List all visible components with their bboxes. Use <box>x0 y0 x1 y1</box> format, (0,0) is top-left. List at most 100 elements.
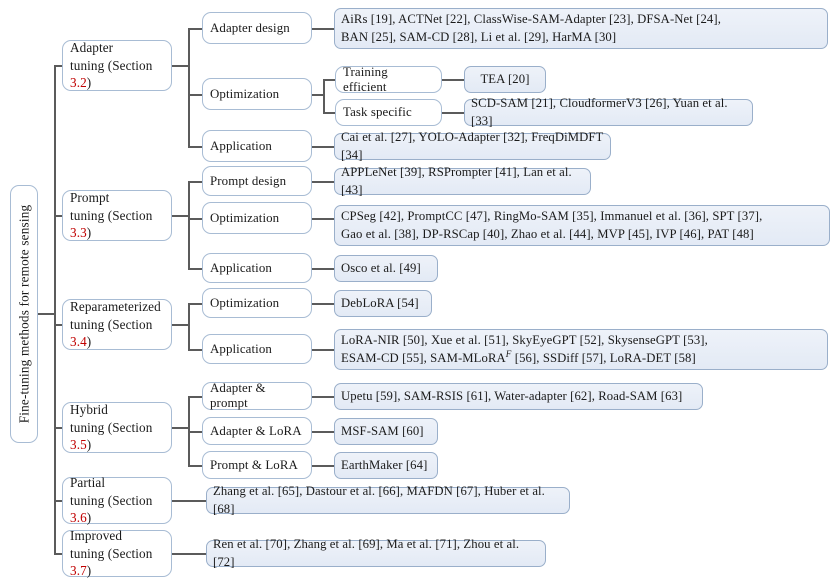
connector-partial-to-leaf <box>172 500 206 502</box>
connector-reparameterized-bus <box>188 303 190 350</box>
connector-main-trunk <box>54 65 56 554</box>
leaf-prompt-application-text: Osco et al. [49] <box>341 260 421 275</box>
connector-to-training-efficient <box>323 79 335 81</box>
connector-adapter-to-design <box>188 28 202 30</box>
connector-optimization-out <box>311 94 324 96</box>
subcategory-prompt-design[interactable]: Prompt design <box>202 166 312 196</box>
leaf-training-efficient-text: TEA [20] <box>480 71 530 86</box>
leaf-repar-application-text: LoRA-NIR [50], Xue et al. [51], SkyEyeGP… <box>341 332 708 365</box>
subcategory-prompt-and-lora[interactable]: Prompt & LoRA <box>202 451 312 479</box>
section-number: 3.3 <box>70 225 87 241</box>
leaf-repar-optimization-text: DebLoRA [54] <box>341 295 419 310</box>
subcategory-prompt-application-label: Application <box>210 260 272 275</box>
section-number: 3.7 <box>70 563 87 578</box>
section-number: 3.6 <box>70 510 87 526</box>
leaf-adapter-and-lora-text: MSF-SAM [60] <box>341 423 424 438</box>
connector-prompt-bus <box>188 181 190 269</box>
connector-adapter-bus <box>188 28 190 147</box>
leaf-prompt-design-text: APPLeNet [39], RSPrompter [41], Lan et a… <box>341 164 572 197</box>
subcategory-prompt-and-lora-label: Prompt & LoRA <box>210 457 298 472</box>
section-number: 3.5 <box>70 437 87 453</box>
connector-prompt-optimization-to-leaf <box>311 218 334 220</box>
connector-training-efficient-to-leaf <box>441 79 464 81</box>
connector-task-specific-to-leaf <box>441 112 464 114</box>
connector-prompt-application-to-leaf <box>311 268 334 270</box>
leaf-repar-optimization[interactable]: DebLoRA [54] <box>334 290 432 317</box>
subcategory-adapter-application[interactable]: Application <box>202 130 312 162</box>
subcategory-adapter-optimization[interactable]: Optimization <box>202 78 312 110</box>
connector-repar-to-optimization <box>188 303 202 305</box>
connector-adapter-application-to-leaf <box>311 146 334 148</box>
leaf-prompt-optimization-text: CPSeg [42], PromptCC [47], RingMo-SAM [3… <box>341 208 763 241</box>
connector-design-to-leaf <box>311 28 334 30</box>
connector-adapter-lora-to-leaf <box>311 431 334 433</box>
section-number: 3.4 <box>70 334 87 350</box>
leaf-adapter-design-text: AiRs [19], ACTNet [22], ClassWise-SAM-Ad… <box>341 11 721 44</box>
subcategory-adapter-design[interactable]: Adapter design <box>202 12 312 44</box>
leaf-partial[interactable]: Zhang et al. [65], Dastour et al. [66], … <box>206 484 570 516</box>
leaf-adapter-and-prompt[interactable]: Upetu [59], SAM-RSIS [61], Water-adapter… <box>334 383 703 410</box>
connector-prompt-design-to-leaf <box>311 181 334 183</box>
subcategory-adapter-and-lora[interactable]: Adapter & LoRA <box>202 417 312 445</box>
connector-adapter-prompt-to-leaf <box>311 396 334 398</box>
connector-repar-to-application <box>188 349 202 351</box>
leaf-prompt-and-lora-text: EarthMaker [64] <box>341 457 428 472</box>
subcategory-adapter-design-label: Adapter design <box>210 20 290 35</box>
subcategory-training-efficient[interactable]: Training efficient <box>335 65 442 94</box>
leaf-task-specific-text: SCD-SAM [21], CloudformerV3 [26], Yuan e… <box>471 95 728 128</box>
connector-prompt-out <box>172 215 189 217</box>
connector-prompt-lora-to-leaf <box>311 465 334 467</box>
subcategory-prompt-optimization-label: Optimization <box>210 210 280 225</box>
leaf-prompt-optimization[interactable]: CPSeg [42], PromptCC [47], RingMo-SAM [3… <box>334 205 830 246</box>
leaf-improved[interactable]: Ren et al. [70], Zhang et al. [69], Ma e… <box>206 537 546 569</box>
leaf-adapter-application-text: Cai et al. [27], YOLO-Adapter [32], Freq… <box>341 129 604 162</box>
subcategory-repar-optimization[interactable]: Optimization <box>202 288 312 318</box>
root-node[interactable]: Fine-tuning methods for remote sensing <box>10 185 38 443</box>
connector-prompt-to-optimization <box>188 218 202 220</box>
subcategory-prompt-design-label: Prompt design <box>210 173 287 188</box>
subcategory-prompt-application[interactable]: Application <box>202 253 312 283</box>
subcategory-prompt-optimization[interactable]: Optimization <box>202 202 312 234</box>
connector-optimization-bus <box>323 79 325 113</box>
leaf-task-specific[interactable]: SCD-SAM [21], CloudformerV3 [26], Yuan e… <box>464 96 753 128</box>
leaf-repar-application[interactable]: LoRA-NIR [50], Xue et al. [51], SkyEyeGP… <box>334 329 828 370</box>
subcategory-adapter-and-lora-label: Adapter & LoRA <box>210 423 302 438</box>
connector-root-to-trunk <box>37 313 55 315</box>
connector-to-task-specific <box>323 112 335 114</box>
subcategory-repar-application[interactable]: Application <box>202 334 312 364</box>
subcategory-adapter-and-prompt[interactable]: Adapter & prompt <box>202 381 312 410</box>
leaf-adapter-and-lora[interactable]: MSF-SAM [60] <box>334 418 438 445</box>
connector-hybrid-to-prompt-lora <box>188 465 202 467</box>
subcategory-adapter-application-label: Application <box>210 138 272 153</box>
subcategory-adapter-optimization-label: Optimization <box>210 86 280 101</box>
leaf-adapter-design[interactable]: AiRs [19], ACTNet [22], ClassWise-SAM-Ad… <box>334 8 828 49</box>
subcategory-task-specific-label: Task specific <box>343 105 412 120</box>
leaf-prompt-design[interactable]: APPLeNet [39], RSPrompter [41], Lan et a… <box>334 165 591 197</box>
connector-hybrid-to-adapter-prompt <box>188 396 202 398</box>
connector-hybrid-to-adapter-lora <box>188 431 202 433</box>
subcategory-repar-application-label: Application <box>210 341 272 356</box>
connector-repar-application-to-leaf <box>311 349 334 351</box>
leaf-prompt-and-lora[interactable]: EarthMaker [64] <box>334 452 438 479</box>
subcategory-task-specific[interactable]: Task specific <box>335 99 442 126</box>
connector-hybrid-out <box>172 427 189 429</box>
connector-adapter-out <box>172 65 189 67</box>
leaf-prompt-application[interactable]: Osco et al. [49] <box>334 255 438 282</box>
leaf-training-efficient[interactable]: TEA [20] <box>464 66 546 93</box>
connector-repar-optimization-to-leaf <box>311 303 334 305</box>
leaf-adapter-and-prompt-text: Upetu [59], SAM-RSIS [61], Water-adapter… <box>341 388 683 403</box>
leaf-adapter-application[interactable]: Cai et al. [27], YOLO-Adapter [32], Freq… <box>334 130 611 162</box>
